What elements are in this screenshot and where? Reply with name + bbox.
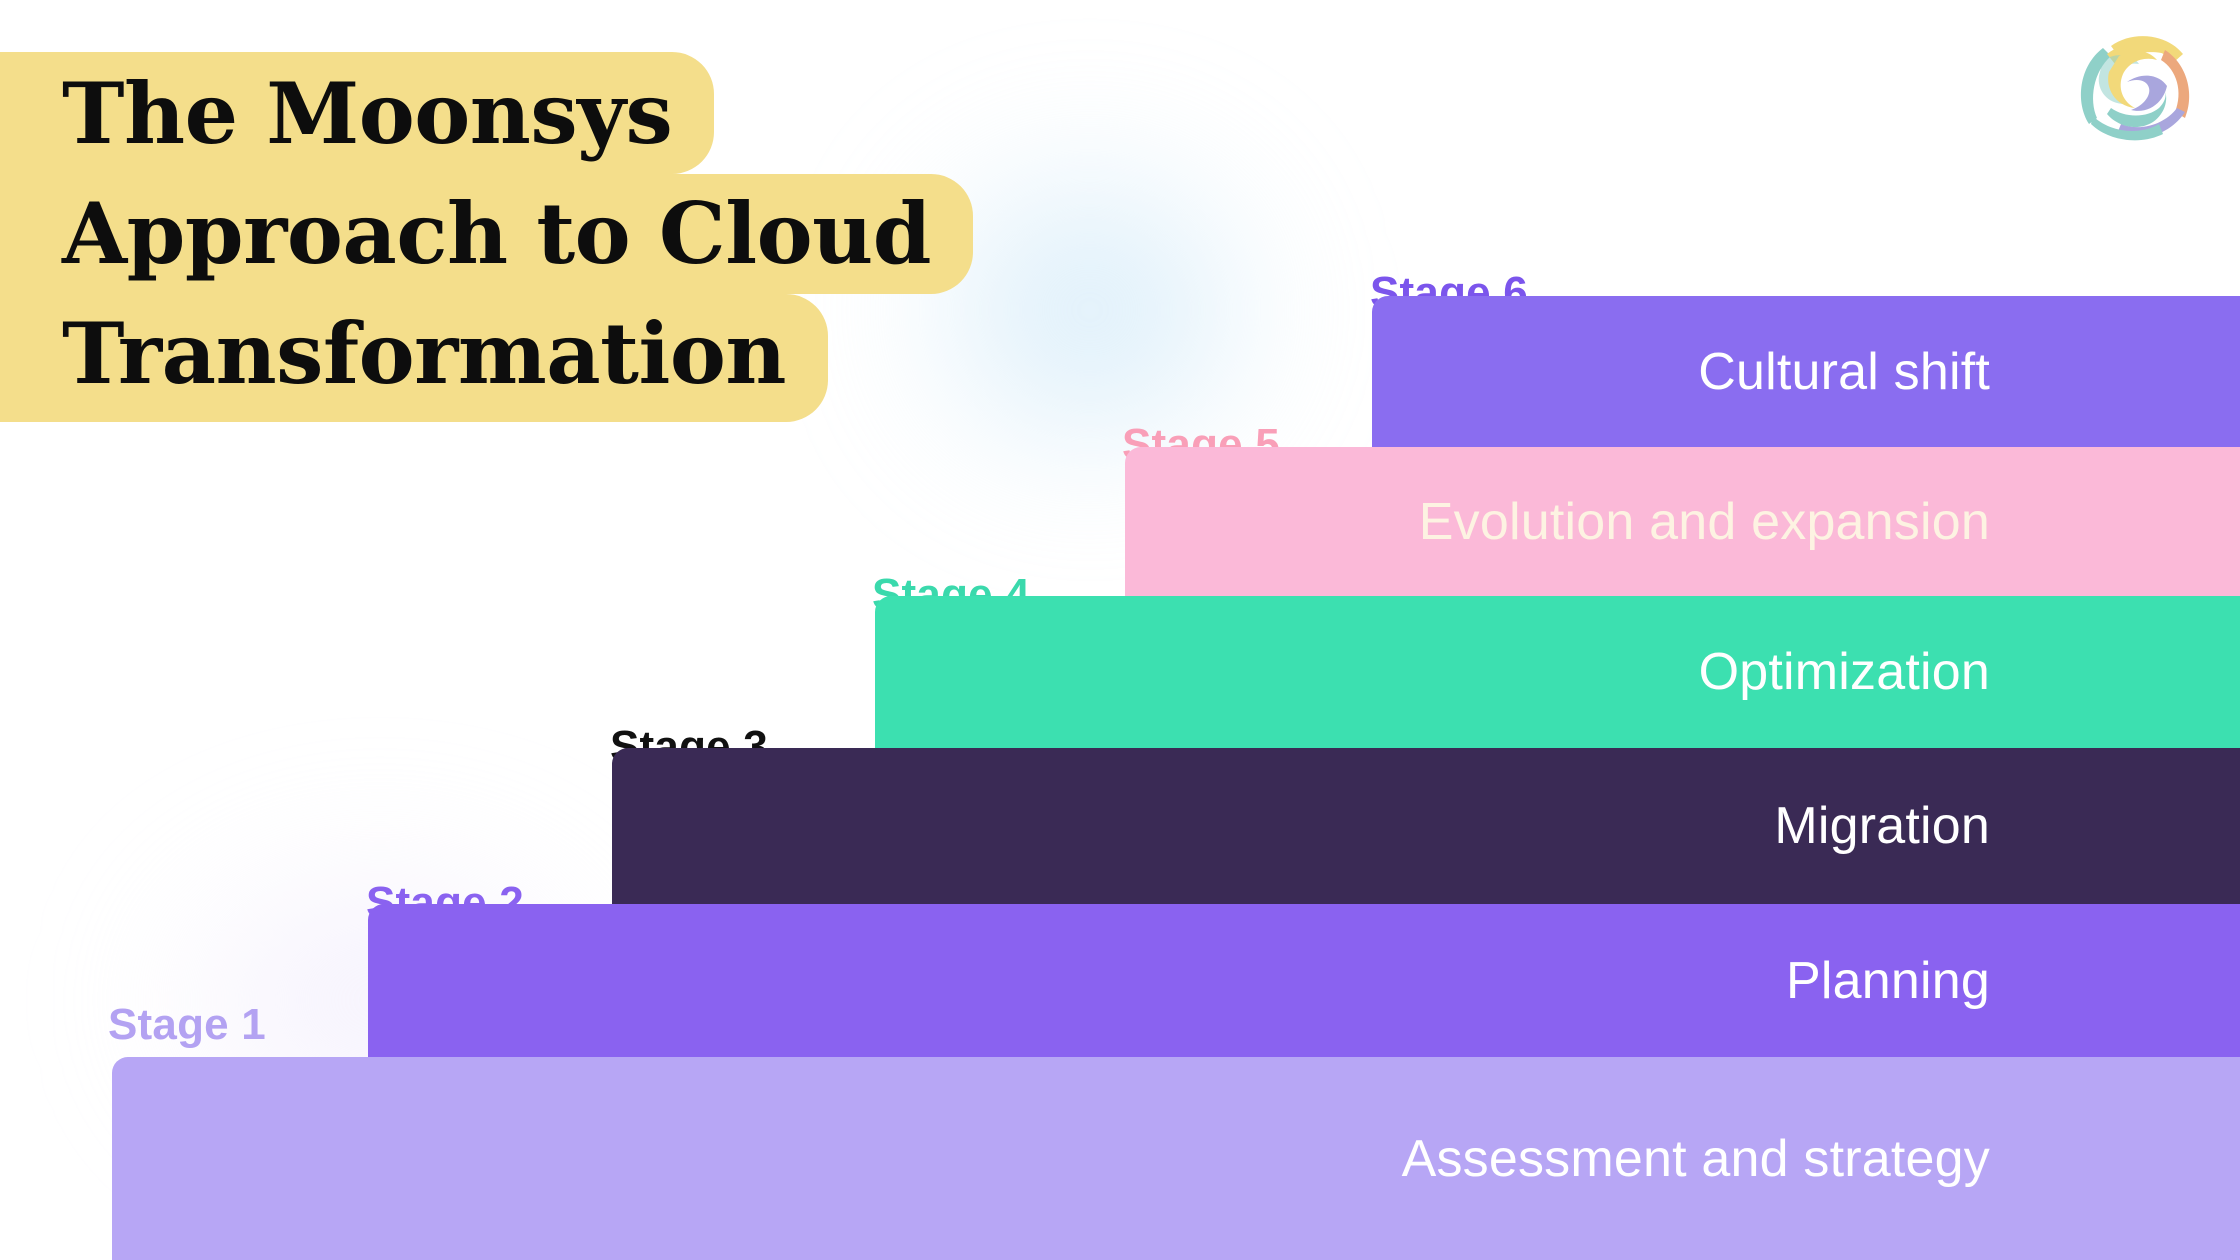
stage-bar-3[interactable]: Migration <box>612 748 2240 904</box>
stage-bar-5[interactable]: Evolution and expansion <box>1125 447 2240 596</box>
stage-tag-1: Stage 1 <box>108 1000 266 1050</box>
moonsys-pinwheel-logo-icon <box>2062 16 2212 146</box>
title-line-3: Transformation <box>0 294 828 422</box>
page-title: The Moonsys Approach to Cloud Transforma… <box>0 52 973 422</box>
stage-bar-6[interactable]: Cultural shift <box>1372 296 2240 447</box>
stage-tag-1-text: Stage 1 <box>108 1000 266 1049</box>
title-line-3-text: Transformation <box>62 304 786 403</box>
title-line-2-text: Approach to Cloud <box>62 184 932 283</box>
stage-bar-4[interactable]: Optimization <box>875 596 2240 748</box>
title-line-2: Approach to Cloud <box>0 174 973 294</box>
stage-bar-6-label: Cultural shift <box>1698 342 1990 401</box>
stage-bar-4-label: Optimization <box>1698 643 1990 701</box>
stage-bar-1[interactable]: Assessment and strategy <box>112 1057 2240 1260</box>
stage-bar-2-label: Planning <box>1786 951 1990 1010</box>
title-line-1-text: The Moonsys <box>62 64 673 163</box>
stage-bar-5-label: Evolution and expansion <box>1418 492 1990 551</box>
stage-bar-2[interactable]: Planning <box>368 904 2240 1057</box>
title-line-1: The Moonsys <box>0 52 715 174</box>
stage-bar-1-label: Assessment and strategy <box>1401 1129 1990 1188</box>
stage-bar-3-label: Migration <box>1774 797 1990 855</box>
